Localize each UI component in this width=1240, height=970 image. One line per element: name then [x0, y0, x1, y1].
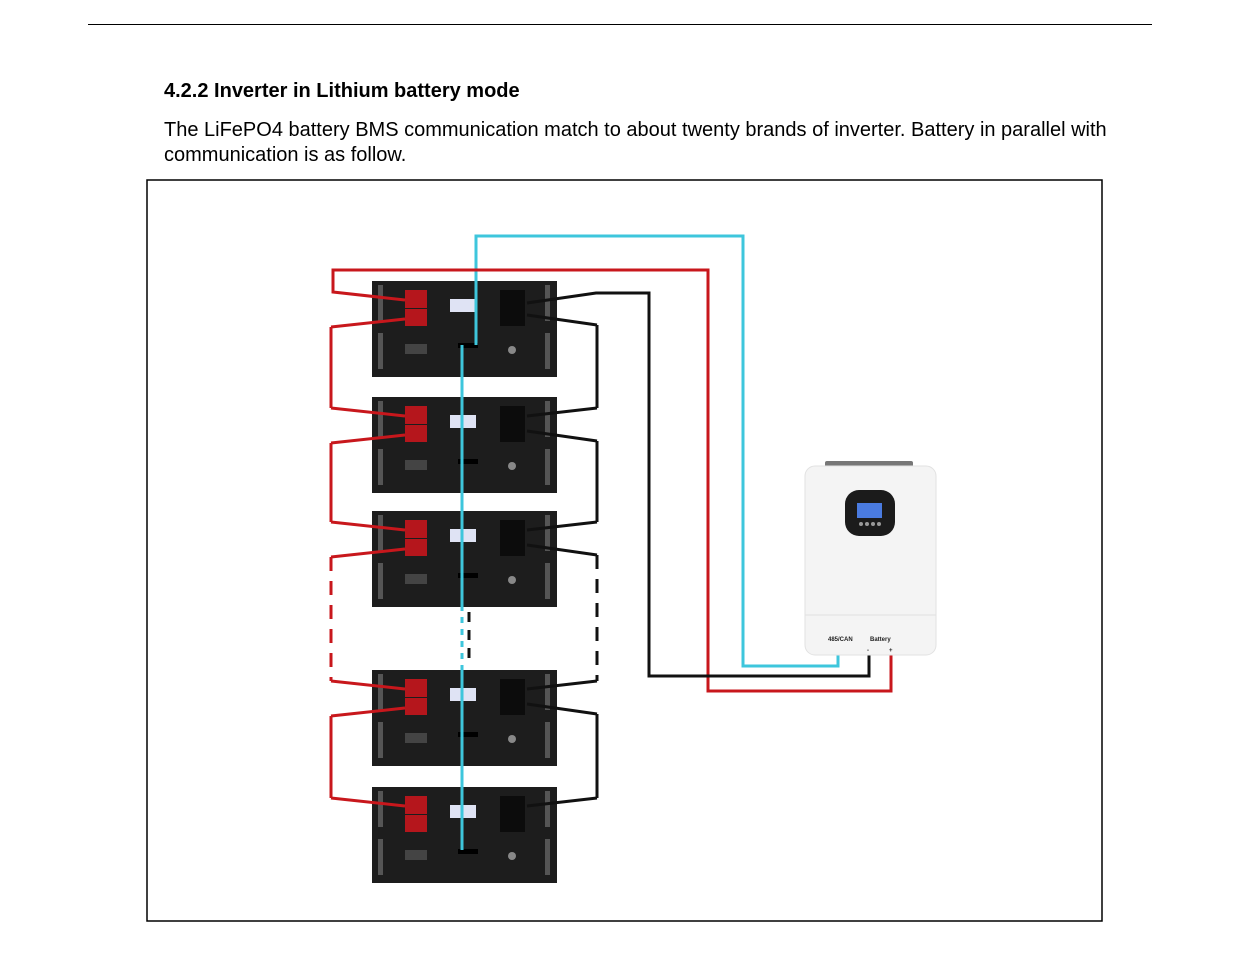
comm-ports [458, 573, 478, 578]
battery-display [450, 299, 476, 312]
battery-module [372, 397, 557, 493]
positive-jumper [330, 679, 406, 691]
positive-terminal [405, 796, 427, 814]
negative-jumper [526, 406, 598, 418]
negative-jumper [526, 543, 598, 557]
wires [329, 234, 893, 850]
negative-jumper [526, 313, 598, 327]
positive-jumper [330, 433, 406, 445]
positive-terminal [405, 679, 427, 697]
section-heading: 4.2.2 Inverter in Lithium battery mode [164, 80, 520, 102]
negative-label: - [867, 648, 869, 654]
negative-jumper [526, 702, 598, 716]
power-switch [508, 852, 516, 860]
rack-ear [378, 563, 383, 599]
breaker [405, 344, 427, 354]
positive-terminal [405, 309, 427, 326]
rack-ear [378, 401, 383, 437]
positive-cable-to-inverter [331, 268, 893, 693]
rack-ear [378, 449, 383, 485]
rack-ear [545, 515, 550, 551]
inverter: 485/CAN Battery - + [804, 461, 937, 656]
negative-cable-to-inverter [526, 291, 871, 678]
battery-stack [372, 281, 557, 883]
positive-jumper [330, 317, 406, 329]
rack-ear [378, 722, 383, 758]
negative-terminal [500, 290, 525, 326]
comm-ports [458, 849, 478, 854]
positive-terminal [405, 539, 427, 556]
battery-case [372, 511, 557, 607]
battery-module [372, 670, 557, 766]
positive-terminal [405, 406, 427, 424]
negative-jumper [526, 796, 598, 808]
breaker [405, 574, 427, 584]
rack-ear [378, 515, 383, 551]
inverter-lcd-screen [857, 503, 882, 518]
rack-ear [378, 791, 383, 827]
rack-ear [545, 563, 550, 599]
power-switch [508, 462, 516, 470]
battery-case [372, 397, 557, 493]
positive-jumper [330, 406, 406, 418]
negative-jumper [526, 520, 598, 532]
rack-ear [545, 674, 550, 710]
battery-module [372, 787, 557, 883]
positive-jumper [330, 706, 406, 718]
positive-terminal [405, 520, 427, 538]
rack-ear [378, 333, 383, 369]
positive-jumper [330, 547, 406, 559]
breaker [405, 733, 427, 743]
negative-terminal [500, 406, 525, 442]
negative-jumper [526, 429, 598, 443]
breaker [405, 850, 427, 860]
section-paragraph: The LiFePO4 battery BMS communication ma… [164, 119, 1107, 166]
power-switch [508, 346, 516, 354]
rack-ear [545, 839, 550, 875]
positive-jumper [330, 520, 406, 532]
positive-jumper [330, 796, 406, 808]
power-switch [508, 576, 516, 584]
battery-port-label: Battery [870, 637, 891, 643]
rack-ear [545, 449, 550, 485]
negative-terminal [500, 520, 525, 556]
communication-cable-to-inverter [474, 234, 840, 668]
inverter-body [804, 465, 937, 656]
rack-ear [545, 401, 550, 437]
positive-terminal [405, 290, 427, 308]
power-switch [508, 735, 516, 743]
comm-ports [458, 459, 478, 464]
rack-ear [378, 674, 383, 710]
negative-jumper [526, 679, 598, 691]
rack-ear [378, 285, 383, 321]
inverter-buttons [859, 522, 881, 526]
battery-case [372, 787, 557, 883]
breaker [405, 460, 427, 470]
positive-terminal [405, 698, 427, 715]
comm-port-label: 485/CAN [828, 637, 853, 643]
positive-terminal [405, 425, 427, 442]
rack-ear [545, 333, 550, 369]
positive-label: + [889, 648, 893, 654]
header-rule [88, 24, 1152, 25]
battery-case [372, 670, 557, 766]
battery-module [372, 511, 557, 607]
negative-terminal [500, 679, 525, 715]
positive-terminal [405, 815, 427, 832]
rack-ear [545, 791, 550, 827]
diagram-frame [146, 179, 1103, 922]
rack-ear [545, 285, 550, 321]
negative-terminal [500, 796, 525, 832]
rack-ear [378, 839, 383, 875]
comm-ports [458, 732, 478, 737]
battery-module [372, 281, 557, 377]
rack-ear [545, 722, 550, 758]
comm-ports [458, 343, 478, 348]
battery-case [372, 281, 557, 377]
